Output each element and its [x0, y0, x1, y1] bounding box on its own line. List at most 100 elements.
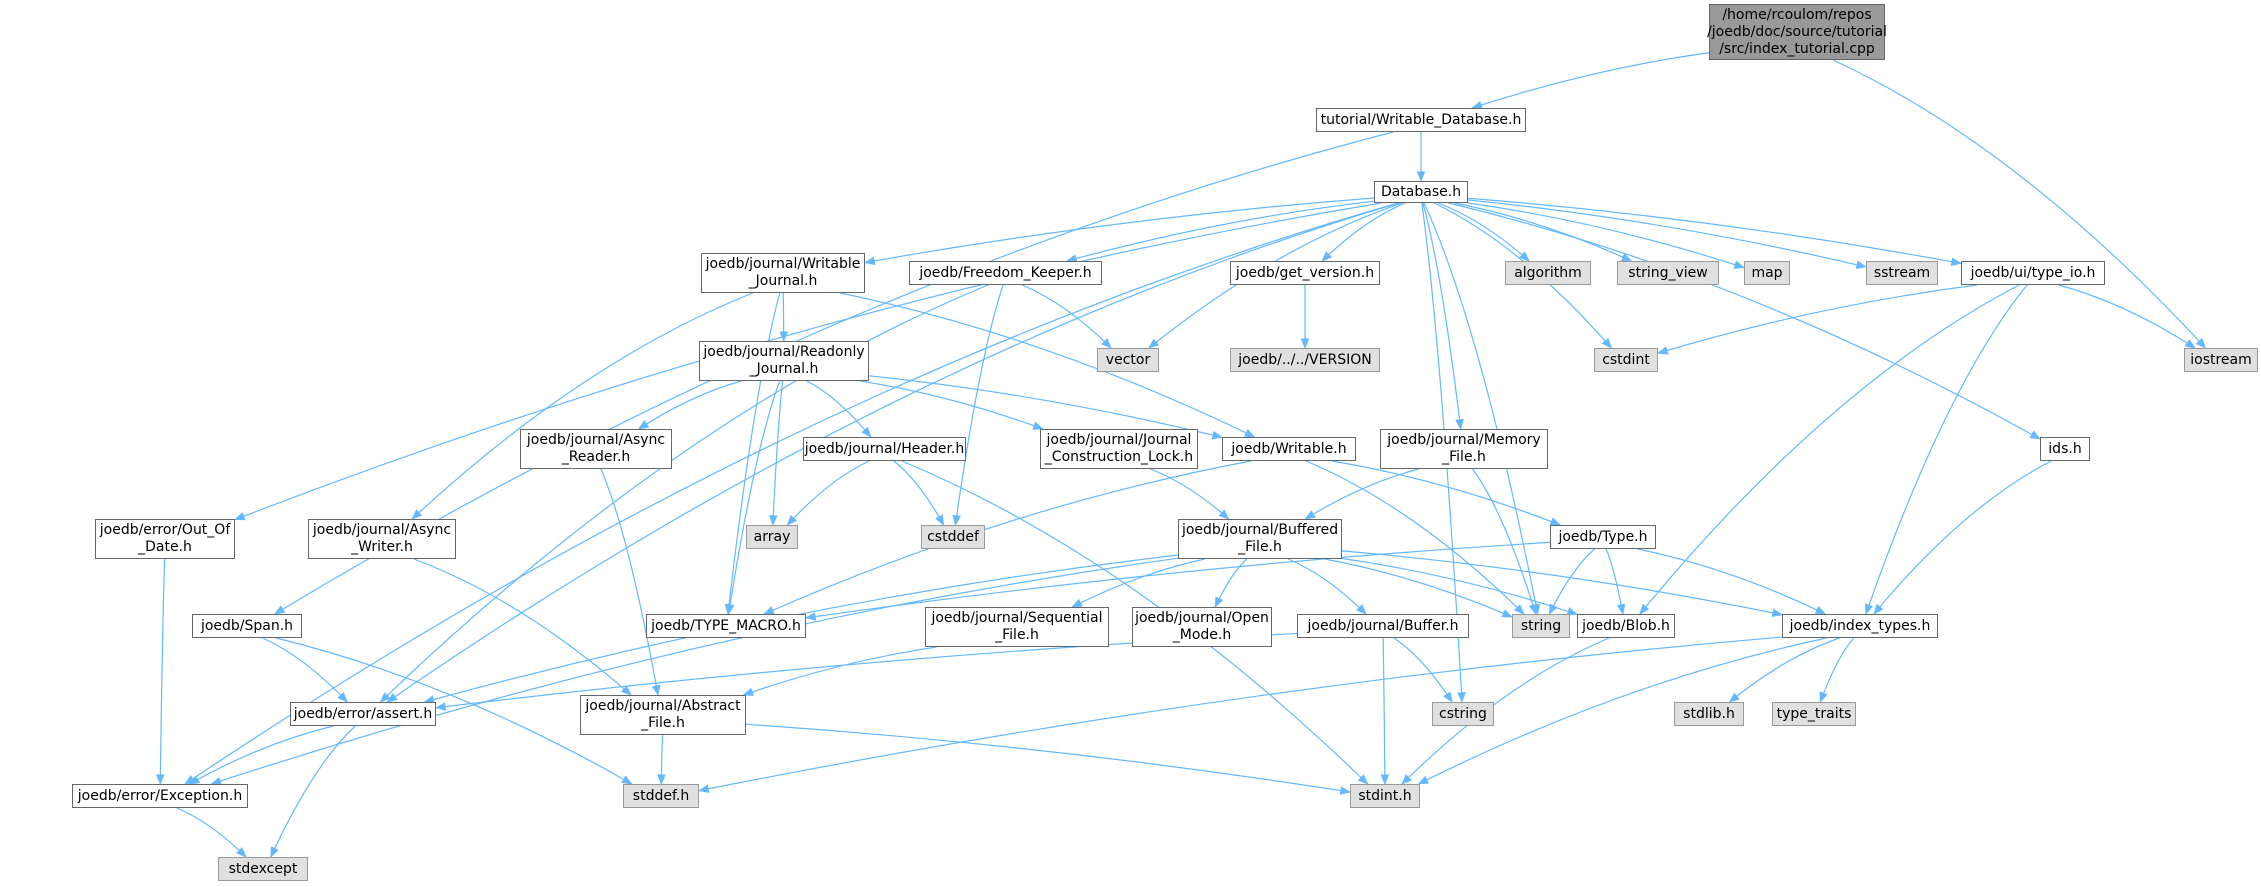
edge-ids-to-it: [1873, 460, 2052, 615]
node-stdexcept[interactable]: stdexcept: [218, 857, 308, 881]
edge-sf-to-af: [742, 646, 937, 696]
edge-mf-to-str: [1472, 468, 1538, 616]
edge-fk-to-vec: [1022, 284, 1112, 349]
node-exception-h[interactable]: joedb/error/Exception.h: [72, 784, 248, 808]
node-array[interactable]: array: [746, 525, 798, 549]
edge-bf-to-om: [1214, 558, 1248, 608]
edge-it-to-stdlib: [1728, 637, 1840, 703]
edge-wdb-to-span: [273, 131, 1394, 615]
edge-bf-to-buf: [1288, 558, 1367, 615]
node-async-reader-h[interactable]: joedb/journal/Async _Reader.h: [520, 429, 672, 469]
edge-assert-to-stdexcept: [270, 725, 356, 858]
node-cstring[interactable]: cstring: [1432, 702, 1494, 726]
node-header-h[interactable]: joedb/journal/Header.h: [803, 437, 966, 461]
node-version[interactable]: joedb/../../VERSION: [1230, 348, 1380, 372]
node-map[interactable]: map: [1744, 261, 1790, 285]
edge-exc-to-stdexcept: [176, 807, 247, 858]
edge-db-to-wj: [863, 197, 1375, 266]
edge-bf-to-exc: [210, 557, 1179, 786]
node-buffer-h[interactable]: joedb/journal/Buffer.h: [1297, 614, 1469, 638]
node-sstream[interactable]: sstream: [1866, 261, 1938, 285]
edge-bf-to-blob: [1341, 557, 1579, 616]
node-writable-h[interactable]: joedb/Writable.h: [1222, 437, 1356, 461]
edge-tio-to-blob: [1639, 284, 2020, 615]
edge-db-to-fk: [1066, 200, 1375, 263]
edge-wr-to-str: [1305, 460, 1525, 615]
node-database-h[interactable]: Database.h: [1374, 181, 1468, 203]
edge-buf-to-cstring: [1393, 637, 1453, 703]
node-type-h[interactable]: joedb/Type.h: [1550, 525, 1656, 549]
edge-af-to-stdint: [745, 723, 1352, 795]
node-assert-h[interactable]: joedb/error/assert.h: [290, 702, 436, 726]
node-span-h[interactable]: joedb/Span.h: [192, 614, 302, 638]
node-index-types-h[interactable]: joedb/index_types.h: [1782, 614, 1938, 638]
node-get-version-h[interactable]: joedb/get_version.h: [1230, 261, 1380, 285]
edge-type-to-blob: [1605, 548, 1626, 616]
edge-db-to-gv: [1321, 202, 1406, 262]
edge-rj-to-jcl: [860, 380, 1044, 430]
edge-mf-to-bf: [1304, 468, 1419, 520]
node-algorithm[interactable]: algorithm: [1505, 261, 1591, 285]
node-stdint-h[interactable]: stdint.h: [1350, 784, 1420, 808]
edge-it-to-tt: [1819, 637, 1855, 704]
edge-hdr-to-stdint: [901, 460, 1369, 785]
edge-ood-to-exc: [156, 558, 166, 786]
node-abstract-file-h[interactable]: joedb/journal/Abstract _File.h: [580, 695, 746, 735]
node-ids-h[interactable]: ids.h: [2040, 437, 2090, 461]
node-ui-type-io-h[interactable]: joedb/ui/type_io.h: [1961, 261, 2105, 285]
edge-hdr-to-array: [786, 460, 870, 526]
edge-wj-to-aw: [411, 292, 754, 520]
edge-wr-to-type: [1331, 460, 1562, 526]
node-vector[interactable]: vector: [1097, 348, 1159, 372]
node-type-macro-h[interactable]: joedb/TYPE_MACRO.h: [646, 614, 806, 638]
edge-it-to-stddef: [697, 636, 1783, 793]
edge-bf-to-str: [1324, 558, 1513, 618]
node-type-traits[interactable]: type_traits: [1772, 702, 1856, 726]
edge-rj-to-array: [768, 380, 784, 527]
node-readonly-journal-h[interactable]: joedb/journal/Readonly _Journal.h: [699, 341, 869, 381]
edge-db-to-tio: [1467, 197, 1963, 266]
edge-it-to-stdint: [1417, 637, 1827, 785]
node-cstddef[interactable]: cstddef: [921, 525, 985, 549]
node-async-writer-h[interactable]: joedb/journal/Async _Writer.h: [308, 519, 456, 559]
edge-type-to-it: [1637, 548, 1827, 615]
edge-aw-to-af: [413, 558, 632, 696]
edge-af-to-stddef: [657, 734, 666, 786]
node-iostream[interactable]: iostream: [2184, 348, 2258, 372]
node-index-tutorial-cpp[interactable]: /home/rcoulom/repos /joedb/doc/source/tu…: [1707, 4, 1887, 60]
edge-bf-to-assert: [423, 554, 1179, 704]
node-buffered-file-h[interactable]: joedb/journal/Buffered _File.h: [1178, 519, 1342, 559]
edge-fk-to-assert: [379, 284, 989, 703]
node-tutorial-writable-database-h[interactable]: tutorial/Writable_Database.h: [1316, 108, 1526, 132]
edge-db-to-cstring: [1421, 202, 1466, 704]
node-out-of-date-h[interactable]: joedb/error/Out_Of _Date.h: [95, 519, 235, 559]
edge-span-to-stddef: [276, 637, 633, 785]
edge-db-to-sv: [1454, 202, 1633, 262]
edge-rj-to-wr: [868, 375, 1224, 440]
edge-assert-to-exc: [188, 725, 334, 785]
node-freedom-keeper-h[interactable]: joedb/Freedom_Keeper.h: [909, 261, 1102, 285]
edge-bf-to-it: [1341, 550, 1784, 617]
edge-type-to-tm: [804, 541, 1551, 621]
node-cstdint[interactable]: cstdint: [1594, 348, 1658, 372]
edge-db-to-assert: [386, 202, 1399, 703]
node-writable-journal-h[interactable]: joedb/journal/Writable _Journal.h: [701, 253, 865, 293]
edge-db-to-mf: [1422, 202, 1464, 431]
node-open-mode-h[interactable]: joedb/journal/Open _Mode.h: [1132, 607, 1272, 647]
node-memory-file-h[interactable]: joedb/journal/Memory _File.h: [1380, 429, 1548, 469]
node-journal-construction-lock-h[interactable]: joedb/journal/Journal _Construction_Lock…: [1040, 429, 1198, 469]
node-sequential-file-h[interactable]: joedb/journal/Sequential _File.h: [925, 607, 1109, 647]
node-string[interactable]: string: [1512, 614, 1570, 638]
node-stddef-h[interactable]: stddef.h: [623, 784, 699, 808]
edge-wj-to-tm: [724, 292, 781, 616]
edge-blob-to-stdint: [1401, 637, 1610, 785]
node-blob-h[interactable]: joedb/Blob.h: [1577, 614, 1675, 638]
node-string-view[interactable]: string_view: [1617, 261, 1719, 285]
edge-root-to-ios: [1832, 59, 2207, 349]
edge-db-to-ood: [233, 202, 1382, 521]
edge-type-to-str: [1548, 548, 1596, 615]
node-stdlib-h[interactable]: stdlib.h: [1674, 702, 1744, 726]
edge-wj-to-wr: [840, 292, 1256, 438]
edge-db-to-ids: [1448, 202, 2041, 440]
